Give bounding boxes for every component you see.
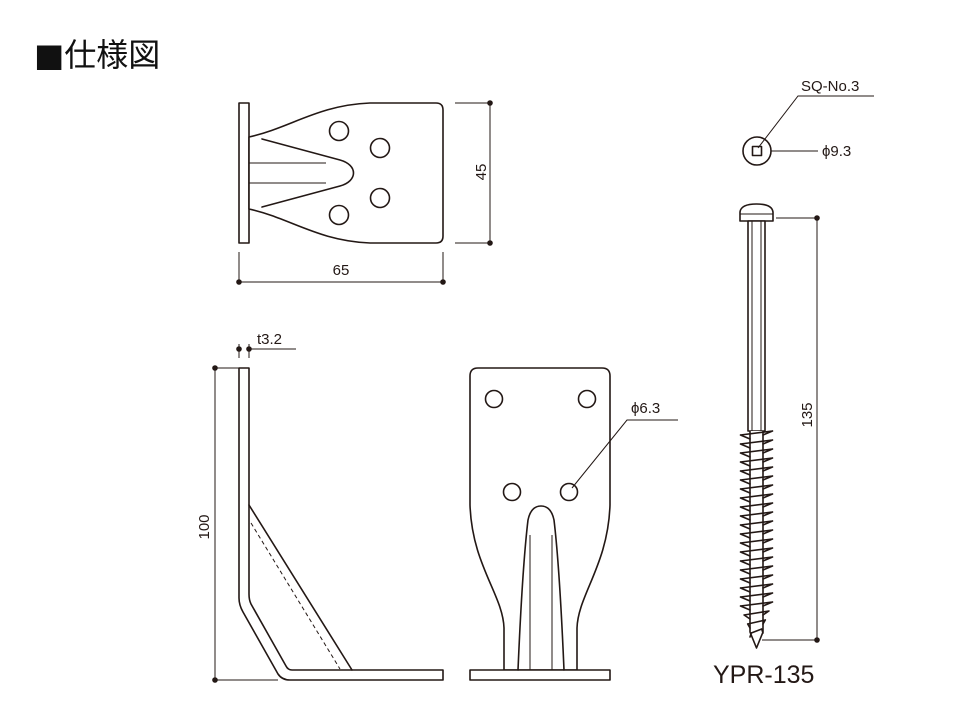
screw-drive-leader — [757, 95, 874, 149]
screw: SQ-No.3 ϕ9.3 135 — [739, 78, 874, 649]
top-view-hole — [328, 204, 350, 226]
dim-45-extension — [455, 102, 490, 244]
front-view-hole — [484, 389, 504, 409]
dim-100-dot — [212, 365, 218, 371]
front-view-outline — [469, 367, 611, 671]
dim-thickness-label: t3.2 — [257, 331, 282, 348]
screw-thread-core — [749, 431, 764, 649]
top-view-hole — [328, 120, 350, 142]
dim-65-extension — [238, 252, 444, 282]
screw-head — [739, 203, 774, 222]
front-view: ϕ6.3 — [469, 367, 678, 681]
top-view-base-plate — [238, 102, 250, 244]
dim-100-extension — [215, 367, 278, 681]
hole-diameter-label: ϕ6.3 — [631, 400, 660, 417]
top-view-outline — [248, 102, 444, 244]
side-view-outline — [238, 367, 444, 681]
dim-65-label: 65 — [333, 262, 350, 279]
dim-45-dot — [487, 240, 493, 246]
dim-135-dot — [814, 215, 820, 221]
dim-thickness-dot — [236, 346, 242, 352]
front-view-hole — [559, 482, 579, 502]
top-view: 45 65 — [236, 100, 493, 285]
screw-thread — [739, 430, 774, 649]
dim-45-dot — [487, 100, 493, 106]
front-view-rib-line — [529, 535, 553, 670]
top-view-hole — [369, 187, 391, 209]
dim-100-dot — [212, 677, 218, 683]
side-view-gusset-hidden-line — [250, 522, 341, 670]
page-title: ■仕様図 — [34, 36, 160, 74]
screw-shank — [747, 220, 766, 432]
screw-head-diameter-label: ϕ9.3 — [822, 143, 851, 160]
product-model-label: YPR-135 — [713, 661, 814, 689]
dim-65-dot — [440, 279, 446, 285]
front-view-hole — [502, 482, 522, 502]
hole-diameter-leader — [571, 419, 678, 489]
dim-100-label: 100 — [196, 514, 213, 539]
dim-135-dot — [814, 637, 820, 643]
top-view-hole — [369, 137, 391, 159]
screw-shank-line — [751, 221, 762, 431]
square-drive-recess — [751, 145, 763, 157]
top-view-rib-notch — [261, 138, 355, 208]
screw-drive-label: SQ-No.3 — [801, 78, 859, 95]
dim-135-extension — [762, 217, 817, 641]
side-view-gusset-edge — [248, 504, 353, 671]
front-view-base-plate — [469, 669, 611, 681]
dim-135-label: 135 — [799, 402, 816, 427]
side-view: t3.2 100 — [196, 331, 444, 683]
front-view-rib — [517, 505, 565, 671]
dim-65-dot — [236, 279, 242, 285]
front-view-hole — [577, 389, 597, 409]
dim-thickness-dot — [246, 346, 252, 352]
screw-thread-teeth — [739, 430, 774, 638]
dim-45-label: 45 — [473, 164, 490, 181]
